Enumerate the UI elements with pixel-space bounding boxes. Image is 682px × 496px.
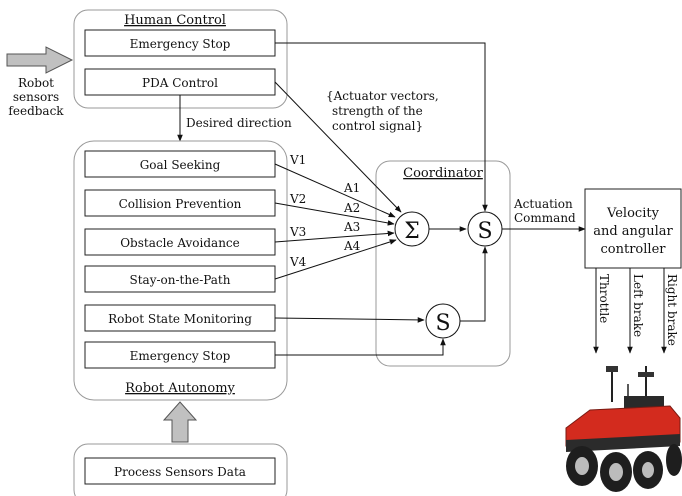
strength-label-a1: A1 xyxy=(343,181,360,195)
strength-label-a2: A2 xyxy=(343,201,360,215)
human-control-title: Human Control xyxy=(124,13,226,28)
strength-label-a2-text: A2 xyxy=(343,201,360,215)
vector-label-v4-text: V4 xyxy=(289,255,307,269)
vector-label-v3: V3 xyxy=(289,225,306,239)
behavior-label-goal-seeking: Goal Seeking xyxy=(140,158,221,172)
vector-label-v4: V4 xyxy=(289,255,307,269)
behavior-box-stay-on-path xyxy=(84,265,276,293)
actuator-note-line-2: strength of the xyxy=(332,104,423,118)
vector-label-v3-text: V3 xyxy=(289,225,306,239)
sensors-feedback-label-3: feedback xyxy=(8,104,64,118)
line-obstacle-avoidance xyxy=(274,230,395,243)
line-collision-prevention xyxy=(274,202,395,226)
line-bottom-to-top-suppress xyxy=(460,246,488,322)
line-robot-emergency-stop xyxy=(275,338,446,356)
process-sensors-up-arrow xyxy=(162,401,198,443)
line-human-emergency-stop xyxy=(275,42,488,212)
behavior-label-stay-on-path: Stay-on-the-Path xyxy=(130,273,231,287)
process-sensors-box xyxy=(84,457,276,485)
vector-label-v2: V2 xyxy=(289,192,306,206)
velocity-controller-box xyxy=(584,188,682,269)
controller-label-2: and angular xyxy=(593,224,673,239)
line-robot-state-monitoring xyxy=(274,317,425,323)
vector-label-v1-text: V1 xyxy=(289,153,306,167)
sensors-feedback-arrow xyxy=(6,46,74,74)
behavior-label-robot-state-monitoring: Robot State Monitoring xyxy=(108,312,252,326)
line-goal-seeking xyxy=(274,163,396,218)
behavior-box-obstacle-avoidance xyxy=(84,228,276,256)
controller-label-3: controller xyxy=(601,242,667,257)
actuation-command-label-1: Actuation xyxy=(513,197,573,211)
strength-label-a3: A3 xyxy=(343,220,360,234)
strength-label-a3-text: A3 xyxy=(343,220,360,234)
human-emergency-stop-label: Emergency Stop xyxy=(130,37,231,51)
strength-label-a1-text: A1 xyxy=(343,181,360,195)
suppression-symbol-top: S xyxy=(477,219,492,244)
line-stay-on-path xyxy=(274,239,397,280)
behavior-label-collision-prevention: Collision Prevention xyxy=(119,197,242,211)
process-sensors-label: Process Sensors Data xyxy=(114,465,246,479)
desired-direction-label: Desired direction xyxy=(186,116,292,130)
behavior-box-collision-prevention xyxy=(84,189,276,217)
behavior-label-obstacle-avoidance: Obstacle Avoidance xyxy=(120,236,240,250)
actuator-note-line-3: control signal} xyxy=(332,119,423,133)
vector-label-v2-text: V2 xyxy=(289,192,306,206)
robot-autonomy-title: Robot Autonomy xyxy=(125,381,235,396)
actuation-command-label-2: Command xyxy=(514,211,576,225)
output-label-right-brake: Right brake xyxy=(665,274,679,346)
robot-vehicle-image xyxy=(565,366,682,492)
pda-control-box xyxy=(84,68,276,96)
vector-label-v1: V1 xyxy=(289,153,306,167)
controller-label-1: Velocity xyxy=(606,206,660,221)
sensors-feedback-label-1: Robot xyxy=(18,76,54,90)
pda-control-label: PDA Control xyxy=(142,76,218,90)
suppression-symbol-bottom: S xyxy=(435,311,450,336)
output-label-left-brake: Left brake xyxy=(631,274,645,337)
human-emergency-stop-box xyxy=(84,29,276,57)
coordinator-title: Coordinator xyxy=(403,166,483,181)
output-label-throttle: Throttle xyxy=(597,274,611,323)
sensors-feedback-label-2: sensors xyxy=(13,90,59,104)
strength-label-a4: A4 xyxy=(343,239,361,253)
strength-label-a4-text: A4 xyxy=(343,239,361,253)
behavior-label-emergency-stop: Emergency Stop xyxy=(130,349,231,363)
line-pda-control xyxy=(274,81,402,213)
actuator-note-line-1: {Actuator vectors, xyxy=(326,89,439,103)
behavior-box-goal-seeking xyxy=(84,150,276,178)
summation-symbol: Σ xyxy=(404,219,420,244)
